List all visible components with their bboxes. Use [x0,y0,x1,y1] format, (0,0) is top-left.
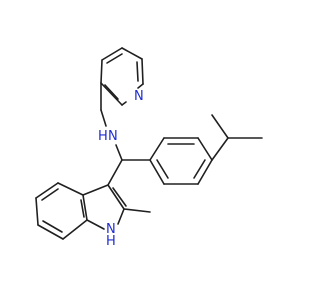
bond [115,144,123,161]
bond [149,159,165,185]
molecule-canvas: N H N N H [35,47,263,249]
bond [149,137,165,161]
bond [137,83,144,89]
bond [121,47,143,60]
bond [141,58,144,85]
pyrrole-ring [82,184,127,230]
bond [100,59,103,84]
bond [193,159,206,179]
indole-h-label: H [106,234,116,249]
bond [104,84,119,100]
bond [35,182,59,199]
bond [107,159,123,186]
bond [136,61,139,82]
bond [57,182,84,196]
amine-nitrogen-label: N [108,129,118,144]
pyridine-ring [100,47,144,106]
bond [197,159,213,185]
molecule-structure: N H N N H [35,47,263,249]
bond [100,82,123,106]
isopropyl-group [211,114,263,161]
bond [86,219,105,230]
bond [106,53,123,64]
indole-benzene-ring [35,182,88,240]
amine-h-label: H [98,129,108,144]
bond [37,224,64,240]
bond [121,101,127,106]
bond [35,197,39,226]
bond [62,219,88,240]
bond [82,194,88,221]
bond [112,187,127,207]
bond [117,208,125,225]
bond [211,114,229,139]
bond [82,184,109,196]
bond [101,47,123,61]
indole-nitrogen-label: N [106,222,116,237]
bond [197,137,213,161]
bond [156,159,169,179]
bond [42,220,63,233]
bond [80,199,85,218]
bond [107,184,125,210]
bond [211,137,229,161]
pyridine-nitrogen-label: N [134,89,144,104]
bond [123,208,151,213]
bond [41,188,59,201]
bond [100,109,107,127]
benzene-ring [149,137,213,185]
